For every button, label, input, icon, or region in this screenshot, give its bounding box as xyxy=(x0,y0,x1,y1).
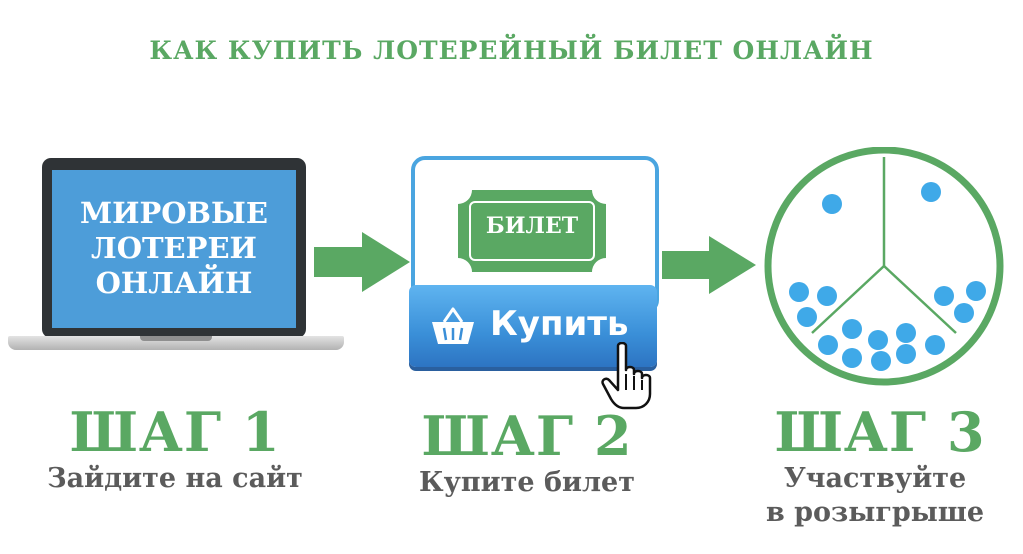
step-2-title: ШАГ 2 xyxy=(421,404,633,468)
lottery-drum-icon xyxy=(764,147,1004,386)
arrow-right-icon xyxy=(662,236,756,294)
laptop-notch xyxy=(140,336,212,341)
step-3-description-line-1: Участвуйте xyxy=(783,463,967,494)
laptop-base xyxy=(8,336,344,350)
screen-line-3: ОНЛАЙН xyxy=(95,266,253,300)
laptop-screen-text: МИРОВЫЕ ЛОТЕРЕИ ОНЛАЙН xyxy=(52,196,296,301)
step-3-description: Участвуйте в розыгрыше xyxy=(725,462,1023,530)
basket-icon xyxy=(432,307,474,344)
screen-line-1: МИРОВЫЕ xyxy=(79,196,269,230)
screen-line-2: ЛОТЕРЕИ xyxy=(91,231,257,265)
step-3-title: ШАГ 3 xyxy=(774,400,986,464)
arrow-right-icon xyxy=(314,232,410,292)
page-title: КАК КУПИТЬ ЛОТЕРЕЙНЫЙ БИЛЕТ ОНЛАЙН xyxy=(149,36,874,65)
buy-button-label: Купить xyxy=(490,304,629,344)
hand-cursor-icon xyxy=(601,342,652,410)
ticket-label: БИЛЕТ xyxy=(485,213,579,239)
step-2-description: Купите билет xyxy=(419,467,635,498)
step-1-description: Зайдите на сайт xyxy=(47,463,303,494)
laptop-screen xyxy=(52,170,296,328)
step-1-title: ШАГ 1 xyxy=(69,400,281,464)
ticket-icon xyxy=(458,190,606,272)
step-3-description-line-2: в розыгрыше xyxy=(765,497,985,528)
